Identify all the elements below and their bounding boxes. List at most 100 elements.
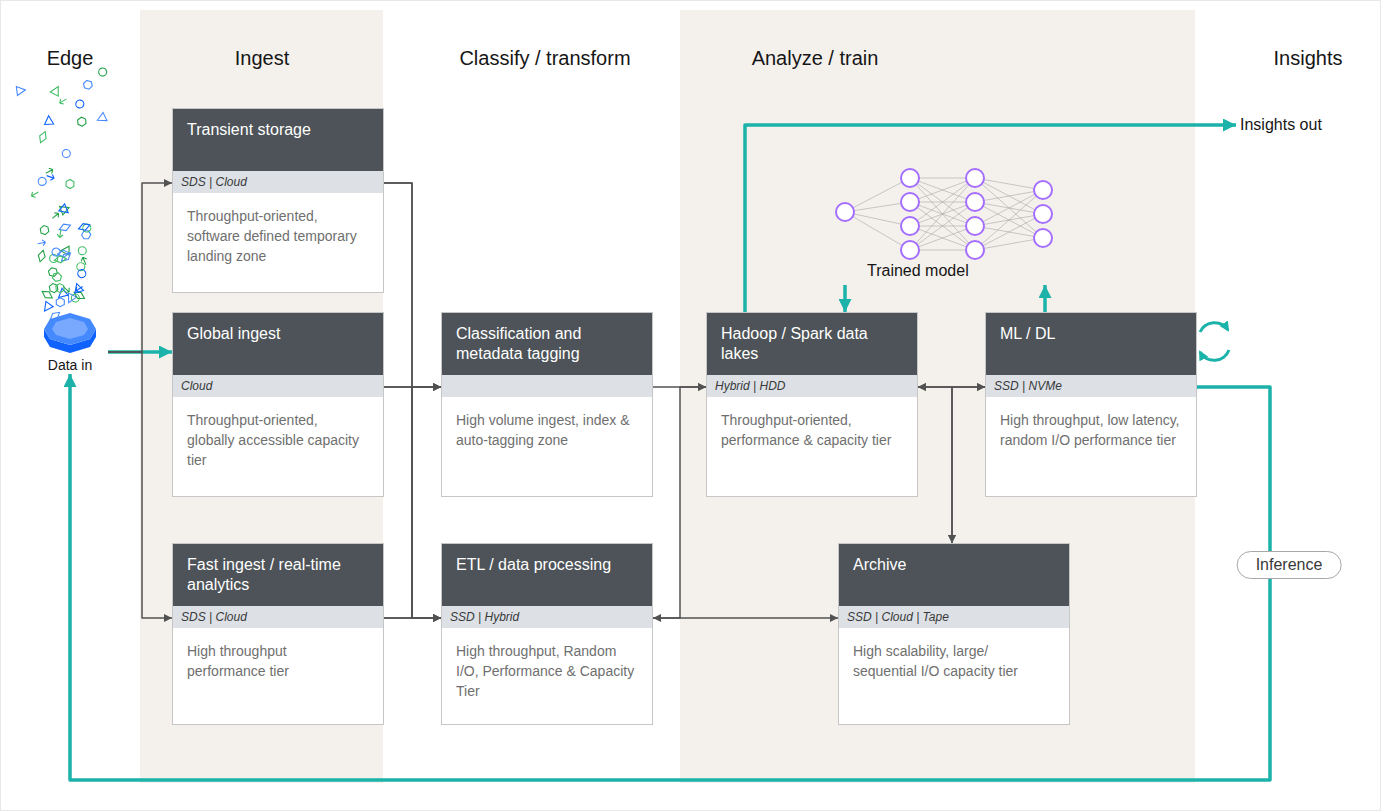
box-heading: Archive — [839, 544, 1069, 606]
network-link — [845, 178, 910, 212]
data-particle — [37, 130, 48, 144]
network-link — [845, 212, 910, 250]
data-particle — [65, 293, 77, 305]
column-heading: Classify / transform — [459, 47, 630, 70]
box-heading: Transient storage — [173, 109, 383, 171]
connector — [384, 617, 441, 619]
data-particle — [40, 288, 54, 300]
network-link — [910, 178, 975, 202]
data-particle — [48, 282, 60, 294]
box-description: High volume ingest, index & auto-tagging… — [442, 397, 652, 496]
connector — [384, 387, 441, 618]
column-heading: Ingest — [235, 47, 289, 70]
data-particle — [76, 268, 87, 279]
storage-tier-box: Hadoop / Spark data lakesHybrid | HDDThr… — [706, 312, 918, 497]
icon-caption: Data in — [32, 356, 108, 374]
neuron — [1034, 205, 1052, 223]
data-particle — [57, 229, 64, 238]
box-heading: Hadoop / Spark data lakes — [707, 313, 917, 375]
network-link — [975, 178, 1043, 238]
media-band — [442, 375, 652, 397]
network-link — [910, 226, 975, 250]
data-particle — [46, 173, 56, 181]
storage-tier-box: Classification and metadata taggingHigh … — [441, 312, 653, 497]
network-link — [975, 190, 1043, 202]
connector — [653, 617, 838, 619]
column-panel — [140, 10, 383, 783]
data-particle — [72, 282, 83, 293]
data-particle — [44, 115, 53, 124]
network-link — [975, 238, 1043, 250]
storage-tier-box: Fast ingest / real-time analyticsSDS | C… — [172, 543, 384, 725]
disk-icon — [32, 312, 108, 356]
icon-highlight — [52, 318, 88, 339]
connector — [745, 125, 1236, 312]
connector — [653, 387, 706, 618]
box-heading: ETL / data processing — [442, 544, 652, 606]
data-particle — [62, 149, 71, 158]
network-link — [910, 178, 975, 250]
neuron — [966, 169, 984, 187]
storage-tier-box: Transient storageSDS | CloudThroughput-o… — [172, 108, 384, 293]
neuron — [901, 217, 919, 235]
network-link — [910, 178, 975, 250]
data-particle — [95, 113, 107, 125]
output-endpoint: Insights out — [1240, 113, 1370, 137]
edge-label: Inference — [1237, 551, 1342, 579]
neuron — [966, 217, 984, 235]
data-particle — [41, 301, 53, 313]
cycle-arrow — [1200, 323, 1228, 332]
output-label: Insights out — [1240, 113, 1370, 137]
media-band: SSD | NVMe — [986, 375, 1196, 397]
media-band: SDS | Cloud — [173, 606, 383, 628]
data-particle — [30, 190, 40, 199]
data-particle — [52, 272, 62, 283]
box-heading: Fast ingest / real-time analytics — [173, 544, 383, 606]
data-particle — [83, 80, 93, 91]
data-particles — [16, 67, 107, 322]
box-heading: Classification and metadata tagging — [442, 313, 652, 375]
media-band: SSD | Hybrid — [442, 606, 652, 628]
data-particle — [37, 239, 46, 247]
media-band: SSD | Cloud | Tape — [839, 606, 1069, 628]
data-particle — [50, 84, 62, 96]
connector — [108, 183, 172, 352]
data-particle — [61, 284, 71, 294]
data-particle — [37, 249, 47, 262]
data-source-icon: Data in — [32, 312, 108, 374]
data-particle — [54, 282, 66, 294]
media-band: Hybrid | HDD — [707, 375, 917, 397]
data-particle — [51, 211, 61, 221]
network-link — [975, 178, 1043, 190]
media-band: SDS | Cloud — [173, 171, 383, 193]
connector — [384, 183, 441, 618]
box-description: High scalability, large/ sequential I/O … — [839, 628, 1069, 724]
box-description: Throughput-oriented, globally accessible… — [173, 397, 383, 496]
data-particle — [44, 167, 54, 176]
icon-top — [44, 313, 96, 345]
network-link — [975, 190, 1043, 226]
box-description: Throughput-oriented, performance & capac… — [707, 397, 917, 496]
data-particle — [38, 177, 47, 186]
data-particle — [16, 86, 26, 96]
data-particle — [59, 204, 71, 216]
box-description: High throughput performance tier — [173, 628, 383, 724]
connector — [952, 387, 985, 543]
neuron — [1034, 229, 1052, 247]
neuron — [901, 193, 919, 211]
network-link — [975, 190, 1043, 250]
network-link — [910, 226, 975, 250]
neuron — [966, 241, 984, 259]
connector — [108, 352, 172, 618]
data-particle — [58, 96, 68, 105]
network-link — [975, 214, 1043, 250]
data-particle — [77, 222, 91, 233]
neuron — [1034, 181, 1052, 199]
media-band: Cloud — [173, 375, 383, 397]
neuron — [901, 169, 919, 187]
data-particle — [80, 256, 89, 266]
column-heading: Analyze / train — [752, 47, 879, 70]
box-description: High throughput, low latency, random I/O… — [986, 397, 1196, 496]
